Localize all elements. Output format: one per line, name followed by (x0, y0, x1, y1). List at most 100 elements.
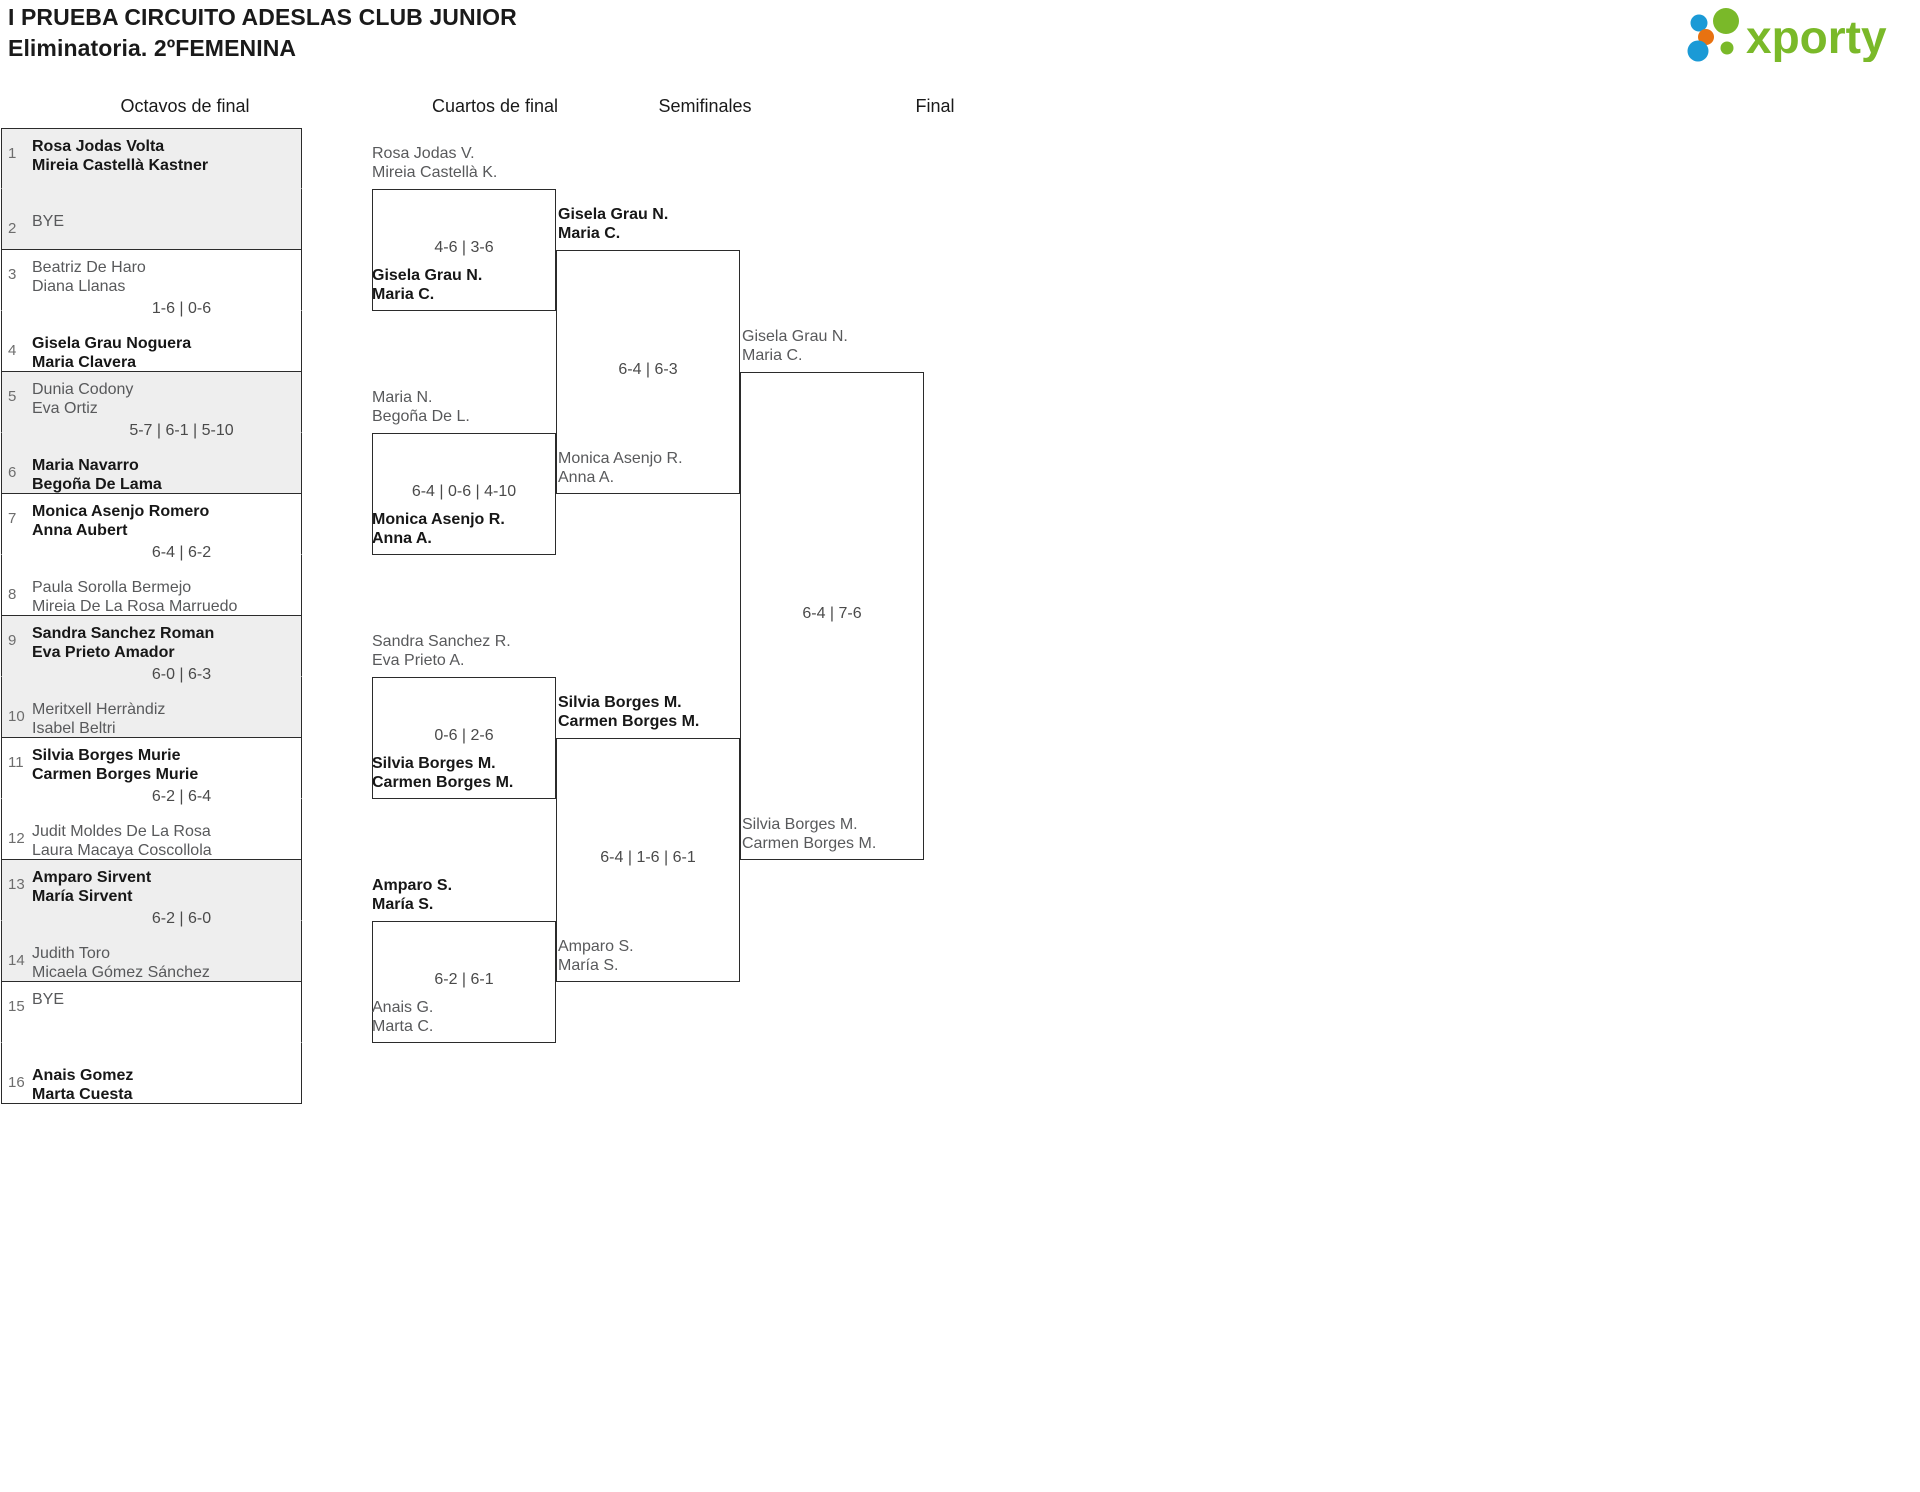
r1-team-6-line2: Begoña De Lama (32, 476, 162, 493)
r1-team-7-line2: Anna Aubert (32, 522, 128, 539)
r1-team-14-line2: Micaela Gómez Sánchez (32, 964, 210, 981)
r3-top-team-2: Silvia Borges M. Carmen Borges M. (558, 693, 699, 731)
r1-seed-11: 11 (8, 754, 24, 771)
r2-bottom-team-1: Gisela Grau N. Maria C. (372, 266, 482, 304)
r3-bottom-team-1-line1: Monica Asenjo R. (558, 450, 683, 467)
r1-team-11-line1: Silvia Borges Murie (32, 747, 181, 764)
r1-seed-2: 2 (8, 220, 17, 237)
r1-team-16-line1: Anais Gomez (32, 1067, 134, 1084)
r4-top-team-1: Gisela Grau N. Maria C. (742, 327, 848, 365)
r2-top-team-3: Sandra Sanchez R. Eva Prieto A. (372, 632, 511, 670)
r1-seed-5: 5 (8, 388, 17, 405)
r1-team-4-line2: Maria Clavera (32, 354, 137, 371)
r2-bottom-team-4-line2: Marta C. (372, 1018, 434, 1035)
r3-bottom-team-2-line2: María S. (558, 957, 619, 974)
r2-top-team-4: Amparo S. María S. (372, 876, 452, 914)
r1-seed-4: 4 (8, 342, 17, 359)
r1-team-5-line2: Eva Ortiz (32, 400, 98, 417)
r3-score-2: 6-4 | 1-6 | 6-1 (600, 849, 696, 866)
r2-bottom-team-1-line2: Maria C. (372, 286, 435, 303)
r4-top-team-1-line1: Gisela Grau N. (742, 328, 848, 345)
r1-team-10-line1: Meritxell Herràndiz (32, 701, 166, 718)
r1-seed-16: 16 (8, 1074, 25, 1091)
r1-team-5-line1: Dunia Codony (32, 381, 134, 398)
r2-bottom-team-2-line1: Monica Asenjo R. (372, 511, 505, 528)
r1-team-15-line1: BYE (32, 991, 65, 1008)
r2-bottom-team-3: Silvia Borges M. Carmen Borges M. (372, 754, 513, 792)
logo-wordmark: xporty (1746, 11, 1887, 62)
r1-team-9-line2: Eva Prieto Amador (32, 644, 175, 661)
r1-score-7: 6-2 | 6-0 (151, 910, 212, 927)
r3-bottom-team-1-line2: Anna A. (558, 469, 615, 486)
r1-team-16-line2: Marta Cuesta (32, 1086, 133, 1103)
r3-top-team-2-line1: Silvia Borges M. (558, 694, 682, 711)
page-title: I PRUEBA CIRCUITO ADESLAS CLUB JUNIOR El… (8, 2, 517, 64)
r3-top-team-2-line2: Carmen Borges M. (558, 713, 700, 730)
logo-dot-green-small (1720, 41, 1734, 55)
r1-team-3-line1: Beatriz De Haro (32, 259, 146, 276)
r2-bottom-team-2-line2: Anna A. (372, 530, 432, 547)
r2-bottom-team-4-line1: Anais G. (372, 999, 434, 1016)
r2-top-team-3-line2: Eva Prieto A. (372, 652, 465, 669)
xporty-logo: xporty (1682, 6, 1902, 63)
round-header-octavos: Octavos de final (120, 96, 250, 116)
r2-bottom-team-3-line1: Silvia Borges M. (372, 755, 496, 772)
r1-team-14-line1: Judith Toro (32, 945, 110, 962)
r2-bottom-team-4: Anais G. Marta C. (372, 998, 433, 1036)
tournament-title: I PRUEBA CIRCUITO ADESLAS CLUB JUNIOR (8, 4, 517, 30)
r1-team-13-line1: Amparo Sirvent (32, 869, 152, 886)
r2-top-team-4-line1: Amparo S. (372, 877, 453, 894)
r1-team-10-line2: Isabel Beltri (32, 720, 116, 737)
r2-score-3: 0-6 | 2-6 (434, 727, 494, 744)
r2-match-box-3 (372, 677, 556, 799)
r4-bottom-team-1: Silvia Borges M.Carmen Borges M. (742, 815, 876, 853)
r1-score-3: 5-7 | 6-1 | 5-10 (129, 422, 234, 439)
r1-seed-3: 3 (8, 266, 17, 283)
r1-seed-1: 1 (8, 145, 17, 162)
r2-match-box-2 (372, 433, 556, 555)
logo-dot-green-large (1713, 8, 1739, 34)
r1-team-3-line2: Diana Llanas (32, 278, 126, 295)
r2-top-team-3-line1: Sandra Sanchez R. (372, 633, 511, 650)
r2-top-team-2: Maria N.Begoña De L. (372, 388, 470, 426)
r4-score-1: 6-4 | 7-6 (802, 605, 862, 622)
r4-top-team-1-line2: Maria C. (742, 347, 803, 364)
r1-seed-9: 9 (8, 632, 17, 649)
r2-match-box-1 (372, 189, 556, 311)
r2-bottom-team-1-line1: Gisela Grau N. (372, 267, 483, 284)
r4-bottom-team-1-line2: Carmen Borges M. (742, 835, 877, 852)
r2-top-team-4-line2: María S. (372, 896, 434, 913)
r1-team-1-line2: Mireia Castellà Kastner (32, 157, 209, 174)
r1-team-6-line1: Maria Navarro (32, 457, 139, 474)
r1-seed-6: 6 (8, 464, 17, 481)
r2-bottom-team-3-line2: Carmen Borges M. (372, 774, 514, 791)
r2-top-team-1: Rosa Jodas V.Mireia Castellà K. (372, 144, 497, 182)
round-header-final: Final (915, 96, 955, 116)
tournament-subtitle: Eliminatoria. 2ºFEMENINA (8, 35, 297, 61)
r1-team-4-line1: Gisela Grau Noguera (32, 335, 192, 352)
r3-top-team-1-line1: Gisela Grau N. (558, 206, 669, 223)
r1-score-6: 6-2 | 6-4 (151, 788, 212, 805)
r3-bottom-team-2-line1: Amparo S. (558, 938, 634, 955)
xporty-logo-svg: xporty (1687, 8, 1887, 63)
r3-top-team-1-line2: Maria C. (558, 225, 621, 242)
r1-team-12-line2: Laura Macaya Coscollola (32, 842, 212, 859)
r3-score-1: 6-4 | 6-3 (618, 361, 678, 378)
